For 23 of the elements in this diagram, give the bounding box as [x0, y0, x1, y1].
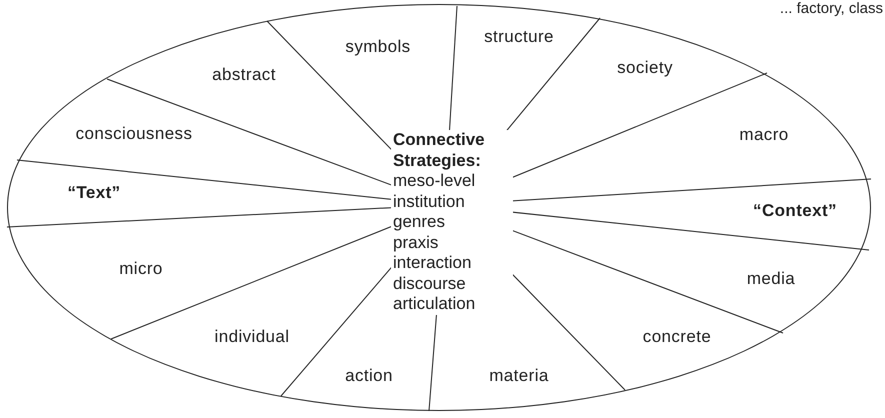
- sector-label: individual: [214, 327, 290, 347]
- list-item: institution: [393, 192, 466, 212]
- list-item: genres: [393, 212, 446, 232]
- note-text: ... factory, class: [780, 0, 883, 17]
- sector-label: consciousness: [76, 124, 192, 144]
- sector-label: “Context”: [753, 201, 837, 221]
- sector-label: materia: [489, 366, 549, 386]
- sector-label: micro: [119, 259, 163, 279]
- list-item: interaction: [393, 253, 472, 274]
- list-heading: Connective Strategies:: [393, 130, 486, 171]
- sector-label: action: [345, 366, 393, 386]
- sector-label: macro: [739, 125, 789, 145]
- list-item: articulation: [393, 294, 476, 314]
- sector-label: media: [746, 269, 796, 289]
- sector-label: abstract: [212, 65, 276, 85]
- sector-label: concrete: [642, 327, 712, 347]
- list-item: meso-level: [393, 171, 476, 192]
- list-item: discourse: [393, 274, 467, 294]
- sector-label: society: [617, 58, 673, 78]
- list-item: praxis: [393, 232, 440, 253]
- sector-label: symbols: [345, 37, 411, 57]
- sector-label: structure: [484, 27, 554, 47]
- sector-label: “Text”: [67, 183, 121, 203]
